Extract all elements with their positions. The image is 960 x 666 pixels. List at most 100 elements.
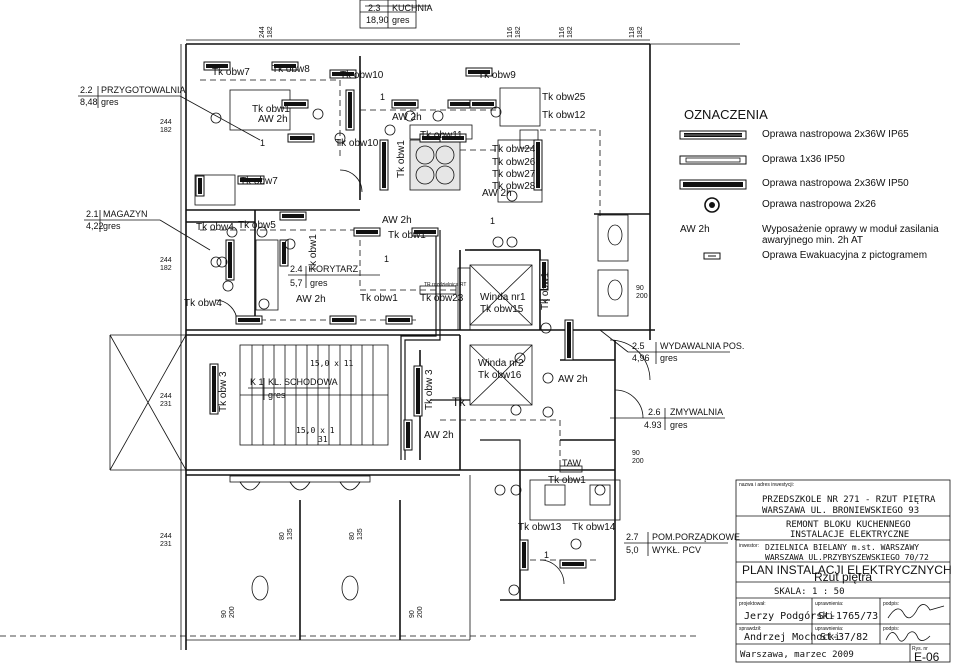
room-floor: gres [101,97,119,107]
luminaire-icon [287,133,315,143]
circuit-marker-icon [492,236,504,248]
drawing-text: 244 [160,257,172,264]
circuit-label: Tk obw10 [340,70,384,81]
drawing-text: 80 [349,532,356,540]
luminaire-icon [559,559,587,569]
drawing-text: 200 [417,606,424,618]
legend-row: Oprawa 1x36 IP50 [679,154,845,165]
luminaire-icon [385,315,413,325]
room-floor: gres [392,15,410,25]
elevator-label: Winda nr1 [480,292,526,303]
legend-row: Oprawa nastropowa 2x36W IP65 [679,129,909,140]
circuit-label: Tk [452,395,466,409]
circuit-marker-icon [284,238,296,250]
legend-label: Oprawa 1x36 IP50 [762,154,845,165]
drawing-text: 244 [160,393,172,400]
luminaire-icon [391,99,419,109]
ip50-fixture-icon [679,179,747,190]
room-floor: gres [268,390,286,400]
designer-name: Jerzy Podgórski [744,610,834,622]
checker-permit-label: uprawnienia: [815,626,843,632]
luminaire-icon [329,69,357,79]
circuit-marker-icon [404,110,416,122]
room-number: 2.1 [86,209,99,219]
circuit-label: Tk obw23 [420,293,464,304]
room-floor: WYKŁ. PCV [652,545,701,555]
circuit-label: Tk obw5 [238,220,276,231]
legend-label-cont: awaryjnego min. 2h AT [762,235,863,246]
legend-label: Oprawa Ewakuacyjna z pictogramem [762,250,927,261]
circuit-marker-icon [570,538,582,550]
room-name: KORYTARZ [310,264,359,274]
signature-label: podpis: [883,601,899,607]
emergency-label: AW 2h [558,374,588,385]
circuit-label: Tk obw12 [542,110,586,121]
checker-permit: St-37/82 [820,632,868,643]
drawing-text: 31 [318,435,328,444]
room-area: 18,90 [366,15,389,25]
round-fixture-icon [704,197,720,213]
circuit-label: Tk obw16 [478,370,522,381]
single-fixture-icon [679,155,747,165]
circuit-marker-icon [506,190,518,202]
drawing-text: 200 [636,293,648,300]
scope-line-2: INSTALACJE ELEKTRYCZNE [790,530,909,540]
appliances [194,87,621,521]
legend-row: Oprawa Ewakuacyjna z pictogramem [703,250,927,261]
drawing-text: 1 [260,138,265,148]
luminaire-icon [379,139,389,191]
drawing-text: 182 [160,127,172,134]
emergency-label: AW 2h [258,114,288,125]
room-name: WYDAWALNIA POS. [660,341,744,351]
circuit-marker-icon [210,256,222,268]
drawing-text: 182 [567,26,574,38]
investment-line-1: PRZEDSZKOLE NR 271 - RZUT PIĘTRA [762,495,936,505]
room-number: 2.7 [626,532,639,542]
drawing-text: 244 [160,119,172,126]
luminaire-icon [519,539,529,571]
drawing-text: 90 [632,450,640,457]
circuit-marker-icon [384,124,396,136]
distribution-box-icon [559,465,583,473]
circuit-marker-icon [514,352,526,364]
circuit-marker-icon [312,108,324,120]
drawing-text: 1 [544,550,549,560]
luminaire-icon [225,239,235,281]
legend-label: Oprawa nastropowa 2x36W IP65 [762,129,909,140]
designer-label: projektował: [739,601,766,607]
room-area: 4,22 [86,221,104,231]
circuit-marker-icon [222,280,234,292]
circuit-marker-icon [226,226,238,238]
circuit-label: Tk obw10 [335,138,379,149]
circuit-marker-icon [508,584,520,596]
circuit-marker-icon [540,322,552,334]
drawing-text: 15,0 x 1 [296,426,335,435]
drawing-text: 231 [160,401,172,408]
designer-permit: St-1765/73 [818,611,878,622]
ducts [400,230,550,470]
signature-label-2: podpis: [883,626,899,632]
distribution-box-icon [419,285,457,295]
luminaire-icon [279,211,307,221]
luminaire-icon [411,227,439,237]
drawing-text: 90 [636,285,644,292]
circuit-label: Tk obw7 [212,67,250,78]
investor-label: inwestor: [739,543,759,549]
circuit-label: Tk obw4 [196,222,234,233]
room-area: 4.93 [644,420,662,430]
room-number: 2.2 [80,85,93,95]
circuit-label: Tk obw11 [420,130,463,141]
luminaire-icon [465,67,493,77]
walls [0,0,740,650]
room-floor: gres [103,221,121,231]
circuit-marker-icon [210,112,222,124]
luminaire-icon [237,175,265,185]
luminaire-icon [413,365,423,417]
circuit-label: Tk obw4 [184,298,222,309]
circuit-label: Tk obw1 [396,140,407,178]
room-floor: gres [660,353,678,363]
drawing-text: 80 [279,532,286,540]
room-area: 4,96 [632,353,650,363]
room-number: 2.3 [368,3,381,13]
